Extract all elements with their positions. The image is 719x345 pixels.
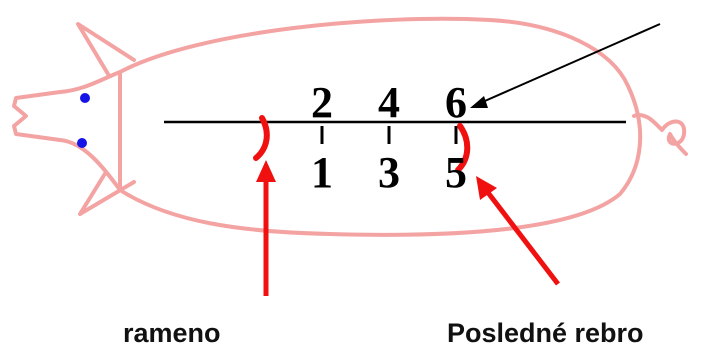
- shoulder-arrowhead: [256, 160, 276, 182]
- last-rib-label: Posledné rebro: [447, 318, 644, 345]
- last-rib-arrow-line: [484, 188, 560, 286]
- pig-eye-top: [80, 93, 90, 103]
- point-label-1: 1: [311, 148, 333, 197]
- point-label-4: 4: [378, 78, 400, 127]
- pointer-arrow-line: [477, 23, 661, 105]
- point-label-2: 2: [311, 78, 333, 127]
- pig-body: [117, 16, 643, 237]
- last-rib-arrowhead: [476, 176, 497, 200]
- point-label-6: 6: [445, 78, 467, 127]
- pig-tail: [632, 113, 688, 156]
- pig-outline: [12, 16, 688, 237]
- shoulder-label: rameno: [123, 318, 221, 345]
- measurement-ticks: [320, 126, 458, 144]
- pig-ear-top: [76, 22, 136, 76]
- pig-eye-bottom: [77, 138, 87, 148]
- pig-snout: [12, 70, 122, 192]
- pointer-arrowhead: [470, 96, 488, 108]
- shoulder-marker: [253, 115, 270, 161]
- last-rib-marker: [455, 123, 471, 173]
- pig-ear-bottom: [78, 170, 136, 216]
- point-label-3: 3: [378, 148, 400, 197]
- point-label-5: 5: [445, 148, 467, 197]
